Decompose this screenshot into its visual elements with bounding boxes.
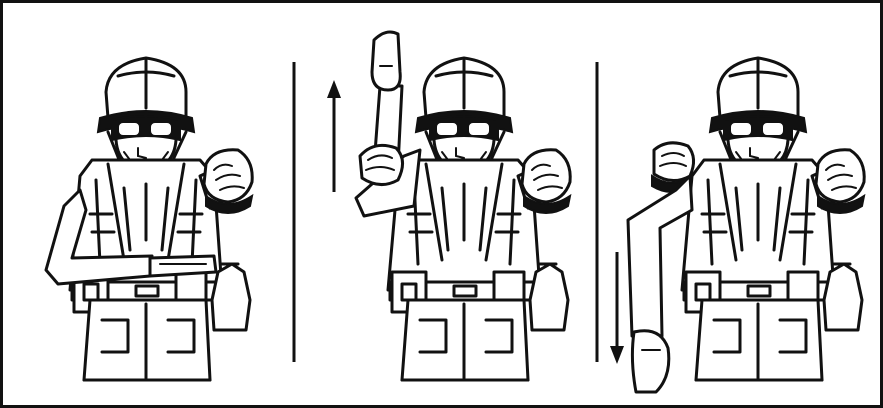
down-arrow-icon (610, 252, 624, 364)
soldier-figure-1 (46, 58, 252, 380)
up-arrow-icon (327, 80, 341, 192)
soldier-figure-2 (356, 32, 570, 380)
soldier-figure-3 (628, 58, 864, 392)
